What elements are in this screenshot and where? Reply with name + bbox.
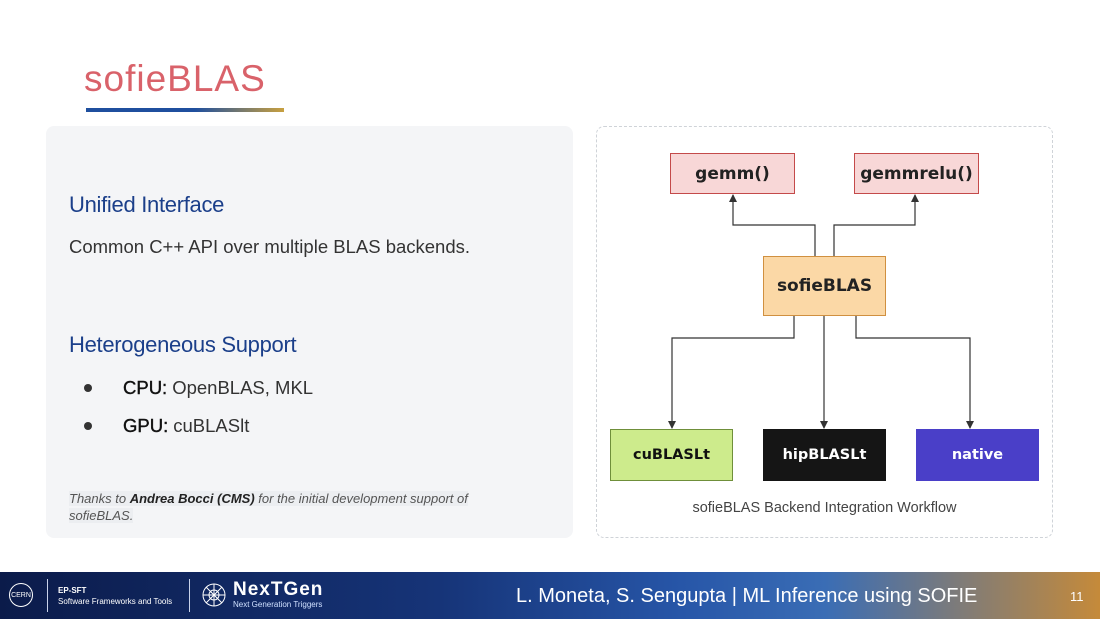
nextgen-logo-icon [202, 583, 226, 607]
unified-interface-text: Common C++ API over multiple BLAS backen… [69, 236, 471, 257]
footer-authors: L. Moneta, S. Sengupta | ML Inference us… [516, 585, 978, 607]
ep-sft-label: EP-SFT Software Frameworks and Tools [58, 585, 172, 607]
footer-separator [47, 579, 48, 612]
nextgen-title: NexTGen [233, 579, 324, 600]
heading-unified-interface: Unified Interface [69, 192, 225, 217]
slide-title: sofieBLAS [84, 58, 266, 99]
node-gemmrelu: gemmrelu() [854, 153, 979, 194]
node-sofieblas: sofieBLAS [763, 256, 886, 316]
bullet-dot-icon [84, 422, 92, 430]
content-card [46, 126, 573, 538]
node-hipblaslt: hipBLASLt [763, 429, 886, 481]
node-native: native [916, 429, 1039, 481]
bullet-value: cuBLASlt [173, 415, 250, 436]
node-gemm: gemm() [670, 153, 795, 194]
footer-separator [189, 579, 190, 612]
acknowledgement-note: Thanks to Andrea Bocci (CMS) for the ini… [69, 490, 494, 524]
bullet-dot-icon [84, 384, 92, 392]
title-underline [86, 108, 284, 112]
diagram-caption: sofieBLAS Backend Integration Workflow [692, 500, 957, 516]
diagram-frame [596, 126, 1053, 538]
thanks-prefix: Thanks to [69, 491, 130, 506]
bullet-gpu: GPU: cuBLASlt [84, 415, 249, 437]
node-cublaslt: cuBLASLt [610, 429, 733, 481]
nextgen-logo: NexTGen Next Generation Triggers [233, 580, 323, 610]
thanks-suffix: for the initial development support of s… [69, 491, 468, 523]
nextgen-subtitle: Next Generation Triggers [233, 600, 323, 609]
cern-logo-icon: CERN [9, 583, 33, 607]
ep-sft-subtitle: Software Frameworks and Tools [58, 597, 173, 606]
bullet-cpu: CPU: OpenBLAS, MKL [84, 377, 313, 399]
bullet-label: CPU: [123, 377, 168, 398]
footer-bar: CERN EP-SFT Software Frameworks and Tool… [0, 572, 1100, 619]
page-number: 11 [1070, 589, 1084, 604]
ep-sft-title: EP-SFT [58, 586, 87, 595]
thanks-name: Andrea Bocci (CMS) [129, 491, 255, 506]
heading-heterogeneous-support: Heterogeneous Support [69, 332, 297, 357]
bullet-value: OpenBLAS, MKL [172, 377, 314, 398]
bullet-label: GPU: [123, 415, 169, 436]
